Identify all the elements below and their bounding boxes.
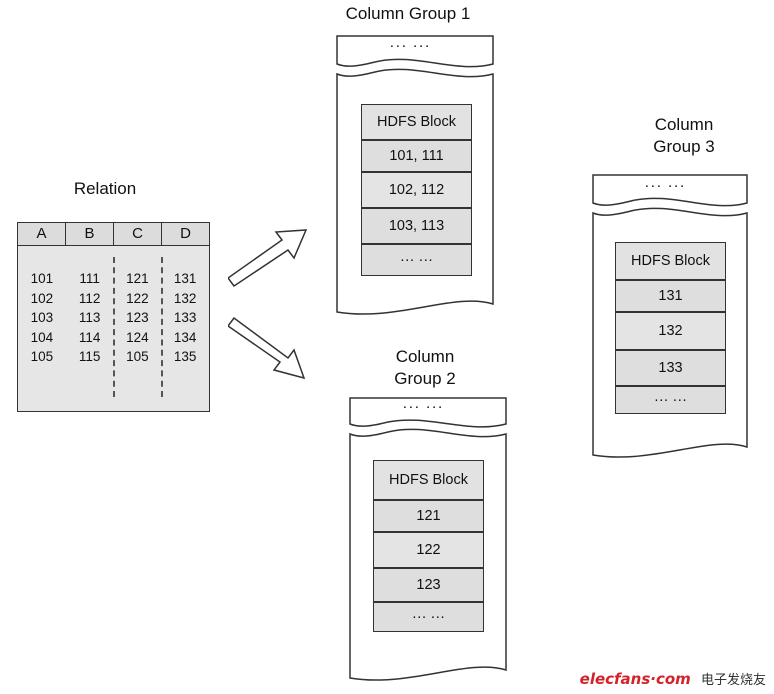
watermark-chinese: 电子发烧友 — [700, 673, 766, 688]
relation-cell: 112 — [78, 290, 101, 306]
column-header-a: A — [18, 223, 66, 245]
relation-cell: 131 — [173, 271, 197, 286]
relation-cell: 105 — [126, 349, 149, 364]
column-group-3-top-ellipsis: ··· ··· — [644, 177, 686, 194]
column-header-d: D — [180, 225, 191, 242]
relation-cell: 135 — [173, 349, 197, 364]
hdfs-block-row: 121 — [373, 500, 484, 532]
column-group-3-title: Column Group 3 — [604, 114, 764, 158]
relation-cell: 134 — [173, 329, 197, 345]
arrow-up-right-icon — [228, 229, 308, 288]
column-group-3-title-line-2: Group 3 — [653, 137, 715, 156]
hdfs-block-ellipsis: ··· ··· — [373, 602, 484, 632]
hdfs-block-row: 123 — [373, 568, 484, 602]
relation-column-c: 121 122 123 124 105 — [114, 269, 162, 367]
column-group-3-hdfs-block: HDFS Block 131 132 133 ··· ··· — [615, 242, 726, 414]
relation-header-row: A B C D — [18, 223, 209, 246]
hdfs-block-row: 131 — [615, 280, 726, 312]
hdfs-block-ellipsis: ··· ··· — [615, 386, 726, 414]
hdfs-block-header: HDFS Block — [615, 242, 726, 280]
relation-table: A B C D 101 102 103 104 105 111 112 113 … — [17, 222, 210, 412]
column-group-2-title-line-2: Group 2 — [394, 369, 456, 388]
hdfs-block-row: 122 — [373, 532, 484, 568]
hdfs-block-row: 102, 112 — [361, 172, 472, 208]
column-group-1-title: Column Group 1 — [345, 4, 471, 23]
column-group-1-top-ellipsis: ··· ··· — [389, 37, 431, 54]
hdfs-block-ellipsis: ··· ··· — [361, 244, 472, 276]
hdfs-block-row: 101, 111 — [361, 140, 472, 172]
hdfs-block-header: HDFS Block — [361, 104, 472, 140]
relation-cell: 102 — [30, 290, 54, 306]
column-group-2-title: Column Group 2 — [345, 346, 505, 390]
hdfs-block-row: 132 — [615, 312, 726, 350]
relation-cell: 113 — [78, 310, 101, 325]
relation-cell: 105 — [30, 349, 54, 364]
elecfans-watermark: elecfans·com 电子发烧友 — [580, 669, 766, 688]
relation-values: 101 102 103 104 105 111 112 113 114 115 … — [18, 269, 209, 367]
column-group-2-hdfs-block: HDFS Block 121 122 123 ··· ··· — [373, 460, 484, 632]
relation-cell: 101 — [30, 271, 54, 286]
column-header-b: B — [66, 223, 114, 245]
column-header-c: C — [114, 223, 162, 245]
relation-title: Relation — [73, 179, 137, 198]
relation-cell: 124 — [126, 329, 149, 345]
relation-column-a: 101 102 103 104 105 — [18, 269, 66, 367]
relation-cell: 114 — [78, 329, 101, 345]
relation-cell: 123 — [126, 310, 149, 325]
column-group-1-hdfs-block: HDFS Block 101, 111 102, 112 103, 113 ··… — [361, 104, 472, 276]
relation-cell: 133 — [173, 310, 197, 325]
hdfs-block-row: 133 — [615, 350, 726, 386]
relation-cell: 122 — [126, 290, 149, 306]
column-split-line-c-d — [161, 257, 163, 397]
arrow-down-right-icon — [228, 316, 306, 380]
relation-cell: 103 — [30, 310, 54, 325]
relation-cell: 115 — [78, 349, 101, 364]
relation-column-b: 111 112 113 114 115 — [66, 269, 114, 367]
hdfs-block-header: HDFS Block — [373, 460, 484, 500]
column-split-line-b-c — [113, 257, 115, 397]
relation-column-d: 131 132 133 134 135 — [161, 269, 209, 367]
relation-cell: 132 — [173, 290, 197, 306]
column-group-2-title-line-1: Column — [395, 347, 455, 366]
watermark-brand: elecfans·com — [579, 670, 691, 688]
column-group-3-title-line-1: Column — [654, 115, 714, 134]
hdfs-block-row: 103, 113 — [361, 208, 472, 244]
relation-cell: 121 — [126, 271, 149, 286]
relation-cell: 104 — [30, 329, 54, 345]
column-group-2-top-ellipsis: ··· ··· — [402, 398, 444, 415]
relation-cell: 111 — [79, 271, 100, 286]
